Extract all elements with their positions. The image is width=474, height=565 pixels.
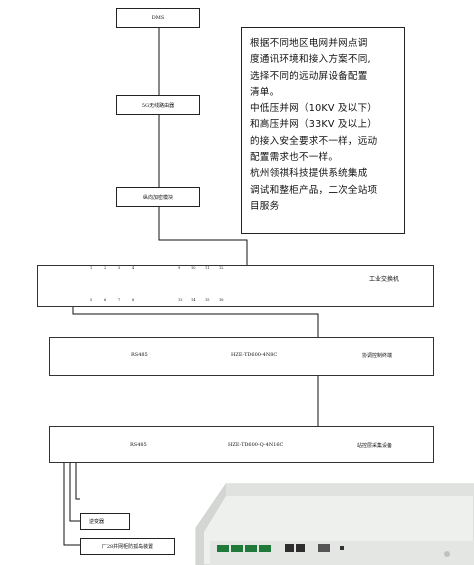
- note-line: 配置需求也不一样。: [250, 152, 339, 164]
- router-5g-box: 5G无线路由器: [116, 95, 200, 115]
- router-5g-label: 5G无线路由器: [141, 102, 175, 109]
- port-number: 2: [104, 266, 107, 270]
- encrypt-module-box: 纵向加密模块: [116, 187, 200, 207]
- encrypt-module-label: 纵向加密模块: [142, 194, 173, 201]
- note-line: 杭州领祺科技提供系统集成: [250, 168, 368, 180]
- port-number: 8: [132, 298, 135, 302]
- note-line: 和高压并网（33KV 及以上）: [250, 119, 378, 131]
- port-number: 16: [219, 298, 224, 302]
- collector-rs485-label: RS485: [130, 442, 147, 448]
- port-number: 5: [90, 298, 93, 302]
- coordinator-label: 协调控制终端: [362, 353, 393, 359]
- inverter-box: 逆变器: [80, 513, 130, 530]
- coordinator-model: HZE-TD600-4N8C: [231, 352, 278, 358]
- station-collector: [49, 426, 434, 463]
- note-line: 选择不同的远动屏设备配置: [250, 70, 368, 82]
- line-rs485-island: [63, 451, 80, 546]
- port-number: 3: [118, 266, 121, 270]
- switch-label: 工业交换机: [369, 276, 400, 283]
- port-number: 15: [205, 298, 210, 302]
- port-number: 11: [205, 266, 210, 270]
- port-number: 9: [178, 266, 181, 270]
- port-number: 14: [191, 298, 196, 302]
- note-line: 目服务: [250, 200, 280, 212]
- port-number: 4: [132, 266, 135, 270]
- port-number: 1: [90, 266, 93, 270]
- coordination-controller: [49, 337, 434, 376]
- note-line: 度通讯环境和接入方案不同,: [250, 54, 371, 66]
- note-line: 的接入安全要求不一样，远动: [250, 135, 378, 147]
- port-number: 12: [219, 266, 224, 270]
- note-line: 清单。: [250, 86, 280, 98]
- collector-model: HZE-TD600-Q-4N16C: [228, 442, 284, 448]
- port-number: 6: [104, 298, 107, 302]
- collector-label: 站控层采集设备: [357, 443, 393, 449]
- port-number: 7: [118, 298, 121, 302]
- device-photo: [195, 483, 474, 565]
- industrial-switch: [37, 265, 434, 307]
- line-rs485-inverter: [69, 451, 80, 522]
- note-line: 中低压并网（10KV 及以下）: [250, 103, 378, 115]
- dms-box: DMS: [116, 8, 200, 28]
- note-line: 调试和整柜产品，二次全站项: [250, 184, 378, 196]
- island-protection-box: 厂28并网柜防孤岛装置: [80, 538, 175, 555]
- island-protection-label: 厂28并网柜防孤岛装置: [101, 544, 154, 550]
- config-note: 根据不同地区电网并网点调 度通讯环境和接入方案不同, 选择不同的远动屏设备配置 …: [241, 27, 405, 234]
- port-number: 13: [178, 298, 183, 302]
- port-number: 10: [191, 266, 196, 270]
- inverter-label: 逆变器: [89, 519, 105, 525]
- dms-label: DMS: [151, 15, 165, 21]
- line-rs485-island-a: [75, 451, 80, 500]
- note-line: 根据不同地区电网并网点调: [250, 38, 368, 49]
- coordinator-rs485-label: RS485: [131, 352, 148, 358]
